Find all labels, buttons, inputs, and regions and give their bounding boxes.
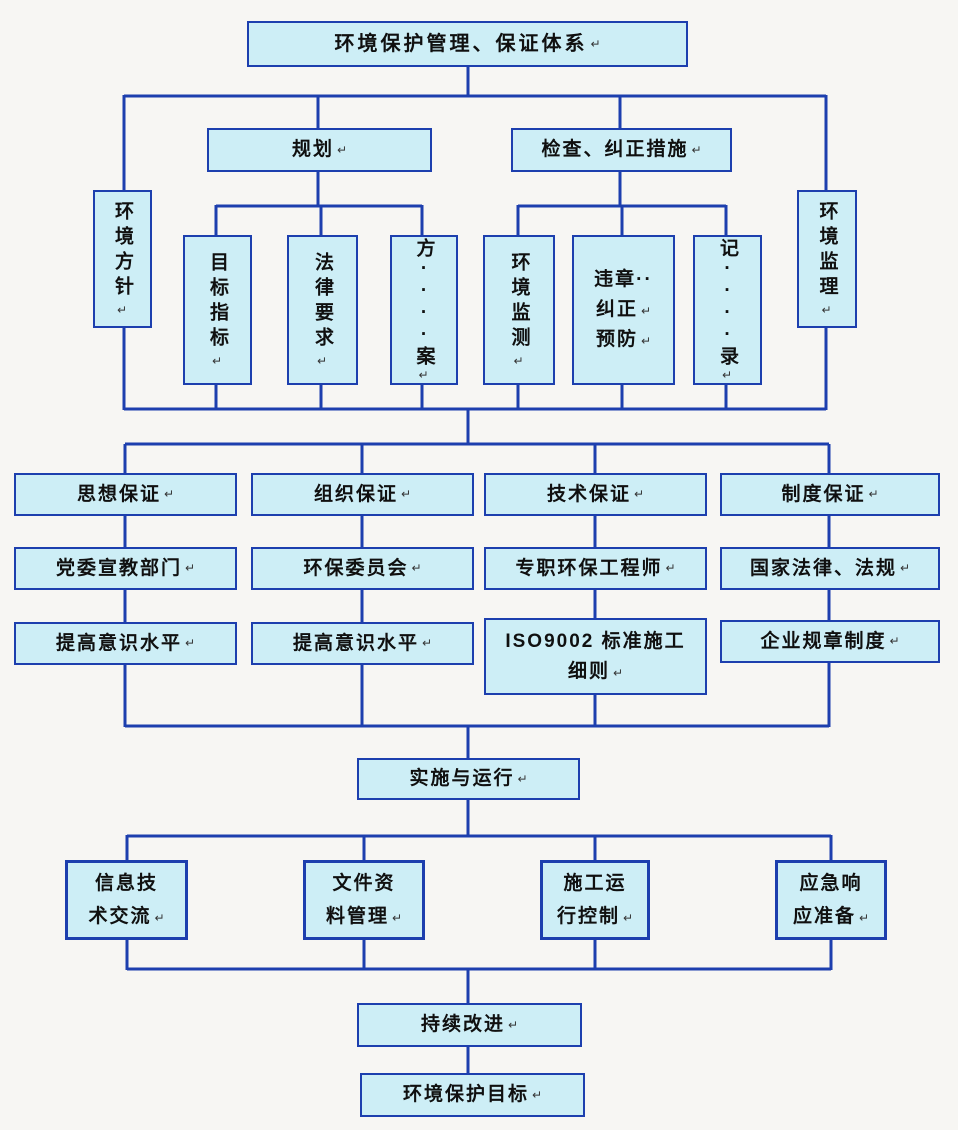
- implementation-box: 实施与运行↵: [357, 758, 580, 800]
- records-box: 记····录 ↵: [693, 235, 762, 385]
- enterprise-rules-box: 企业规章制度↵: [720, 620, 940, 663]
- implementation-label: 实施与运行: [409, 768, 515, 790]
- env-goal-box: 环境保护目标↵: [360, 1073, 585, 1117]
- env-engineer-label: 专职环保工程师: [515, 557, 663, 579]
- title-label: 环境保护管理、保证体系: [334, 32, 588, 55]
- env-supervision-label: 环境监理: [816, 201, 838, 301]
- env-goal-label: 环境保护目标: [402, 1084, 529, 1106]
- awareness-box-2: 提高意识水平↵: [251, 622, 474, 665]
- organizational-guarantee-label: 组织保证: [313, 483, 398, 505]
- info-tech-line-2: 术交流↵: [88, 905, 165, 927]
- return-mark: ↵: [633, 487, 645, 501]
- legal-requirements-label: 法律要求: [312, 252, 333, 352]
- emergency-line-2: 应准备↵: [792, 905, 870, 927]
- iso9002-line-1: ISO9002 标准施工: [505, 630, 686, 652]
- return-mark: ↵: [154, 910, 165, 925]
- return-mark: ↵: [868, 487, 879, 501]
- info-tech-line-1: 信息技: [94, 872, 158, 894]
- return-mark: ↵: [411, 561, 422, 575]
- goals-indicators-box: 目标指标 ↵: [183, 235, 252, 385]
- env-committee-box: 环保委员会↵: [251, 547, 474, 590]
- return-mark: ↵: [640, 333, 652, 348]
- return-mark: ↵: [400, 487, 412, 501]
- inspection-label: 检查、纠正措施: [541, 139, 689, 161]
- ideological-guarantee-label: 思想保证: [76, 483, 161, 505]
- return-mark: ↵: [184, 561, 196, 575]
- ideological-guarantee-box: 思想保证↵: [14, 473, 237, 516]
- iso9002-box: ISO9002 标准施工 细则↵: [484, 618, 707, 695]
- enterprise-rules-label: 企业规章制度: [760, 630, 887, 652]
- return-mark: ↵: [184, 636, 196, 650]
- env-policy-box: 环境方针 ↵: [93, 190, 152, 328]
- technical-guarantee-label: 技术保证: [546, 483, 631, 505]
- return-mark: ↵: [210, 354, 224, 368]
- return-mark: ↵: [691, 142, 702, 157]
- violation-correction-box: 违章·· 纠正↵ 预防↵: [572, 235, 675, 385]
- return-mark: ↵: [507, 1017, 519, 1032]
- construction-line-1: 施工运: [563, 872, 627, 894]
- violation-line-1: 违章··: [594, 269, 653, 291]
- env-monitoring-label: 环境监测: [508, 252, 530, 352]
- document-line-2: 料管理↵: [325, 905, 403, 927]
- return-mark: ↵: [416, 368, 431, 382]
- continuous-improvement-box: 持续改进↵: [357, 1003, 582, 1047]
- env-policy-label: 环境方针: [112, 201, 133, 301]
- continuous-improvement-label: 持续改进: [420, 1014, 505, 1036]
- legal-requirements-box: 法律要求 ↵: [287, 235, 358, 385]
- env-supervision-box: 环境监理 ↵: [797, 190, 857, 328]
- institutional-guarantee-label: 制度保证: [781, 483, 866, 505]
- return-mark: ↵: [640, 304, 652, 319]
- awareness-label-1: 提高意识水平: [55, 632, 182, 654]
- env-engineer-box: 专职环保工程师↵: [484, 547, 707, 590]
- goals-indicators-label: 目标指标: [207, 252, 228, 352]
- violation-line-3: 预防↵: [595, 328, 652, 350]
- organizational-guarantee-box: 组织保证↵: [251, 473, 474, 516]
- return-mark: ↵: [336, 142, 348, 157]
- institutional-guarantee-box: 制度保证↵: [720, 473, 940, 516]
- env-monitoring-box: 环境监测 ↵: [483, 235, 555, 385]
- party-committee-box: 党委宣教部门↵: [14, 547, 237, 590]
- return-mark: ↵: [665, 561, 676, 575]
- document-line-1: 文件资: [332, 872, 396, 894]
- violation-line-2: 纠正↵: [595, 299, 652, 321]
- emergency-response-box: 应急响 应准备↵: [775, 860, 887, 940]
- iso9002-line-2: 细则↵: [567, 660, 624, 682]
- return-mark: ↵: [517, 771, 528, 786]
- planning-box: 规划↵: [207, 128, 432, 172]
- construction-control-box: 施工运 行控制↵: [540, 860, 650, 940]
- scheme-label: 方····案: [413, 238, 435, 366]
- return-mark: ↵: [889, 634, 900, 648]
- national-laws-label: 国家法律、法规: [749, 557, 897, 579]
- return-mark: ↵: [391, 910, 403, 925]
- return-mark: ↵: [315, 354, 329, 368]
- scheme-box: 方····案 ↵: [390, 235, 458, 385]
- document-management-box: 文件资 料管理↵: [303, 860, 425, 940]
- return-mark: ↵: [531, 1087, 543, 1102]
- emergency-line-1: 应急响: [799, 872, 863, 894]
- records-label: 记····录: [717, 238, 738, 366]
- info-tech-exchange-box: 信息技 术交流↵: [65, 860, 188, 940]
- planning-label: 规划: [291, 139, 334, 161]
- return-mark: ↵: [421, 636, 433, 650]
- return-mark: ↵: [858, 910, 870, 925]
- technical-guarantee-box: 技术保证↵: [484, 473, 707, 516]
- awareness-label-2: 提高意识水平: [292, 632, 419, 654]
- return-mark: ↵: [899, 561, 911, 575]
- return-mark: ↵: [622, 910, 634, 925]
- return-mark: ↵: [115, 303, 129, 317]
- construction-line-2: 行控制↵: [556, 905, 634, 927]
- return-mark: ↵: [590, 36, 601, 51]
- national-laws-box: 国家法律、法规↵: [720, 547, 940, 590]
- inspection-corrective-box: 检查、纠正措施↵: [511, 128, 732, 172]
- return-mark: ↵: [511, 354, 526, 368]
- return-mark: ↵: [720, 368, 734, 382]
- env-committee-label: 环保委员会: [303, 557, 409, 579]
- return-mark: ↵: [163, 487, 175, 501]
- return-mark: ↵: [612, 665, 624, 680]
- title-box: 环境保护管理、保证体系↵: [247, 21, 688, 67]
- return-mark: ↵: [819, 303, 834, 317]
- party-committee-label: 党委宣教部门: [55, 557, 182, 579]
- awareness-box-1: 提高意识水平↵: [14, 622, 237, 665]
